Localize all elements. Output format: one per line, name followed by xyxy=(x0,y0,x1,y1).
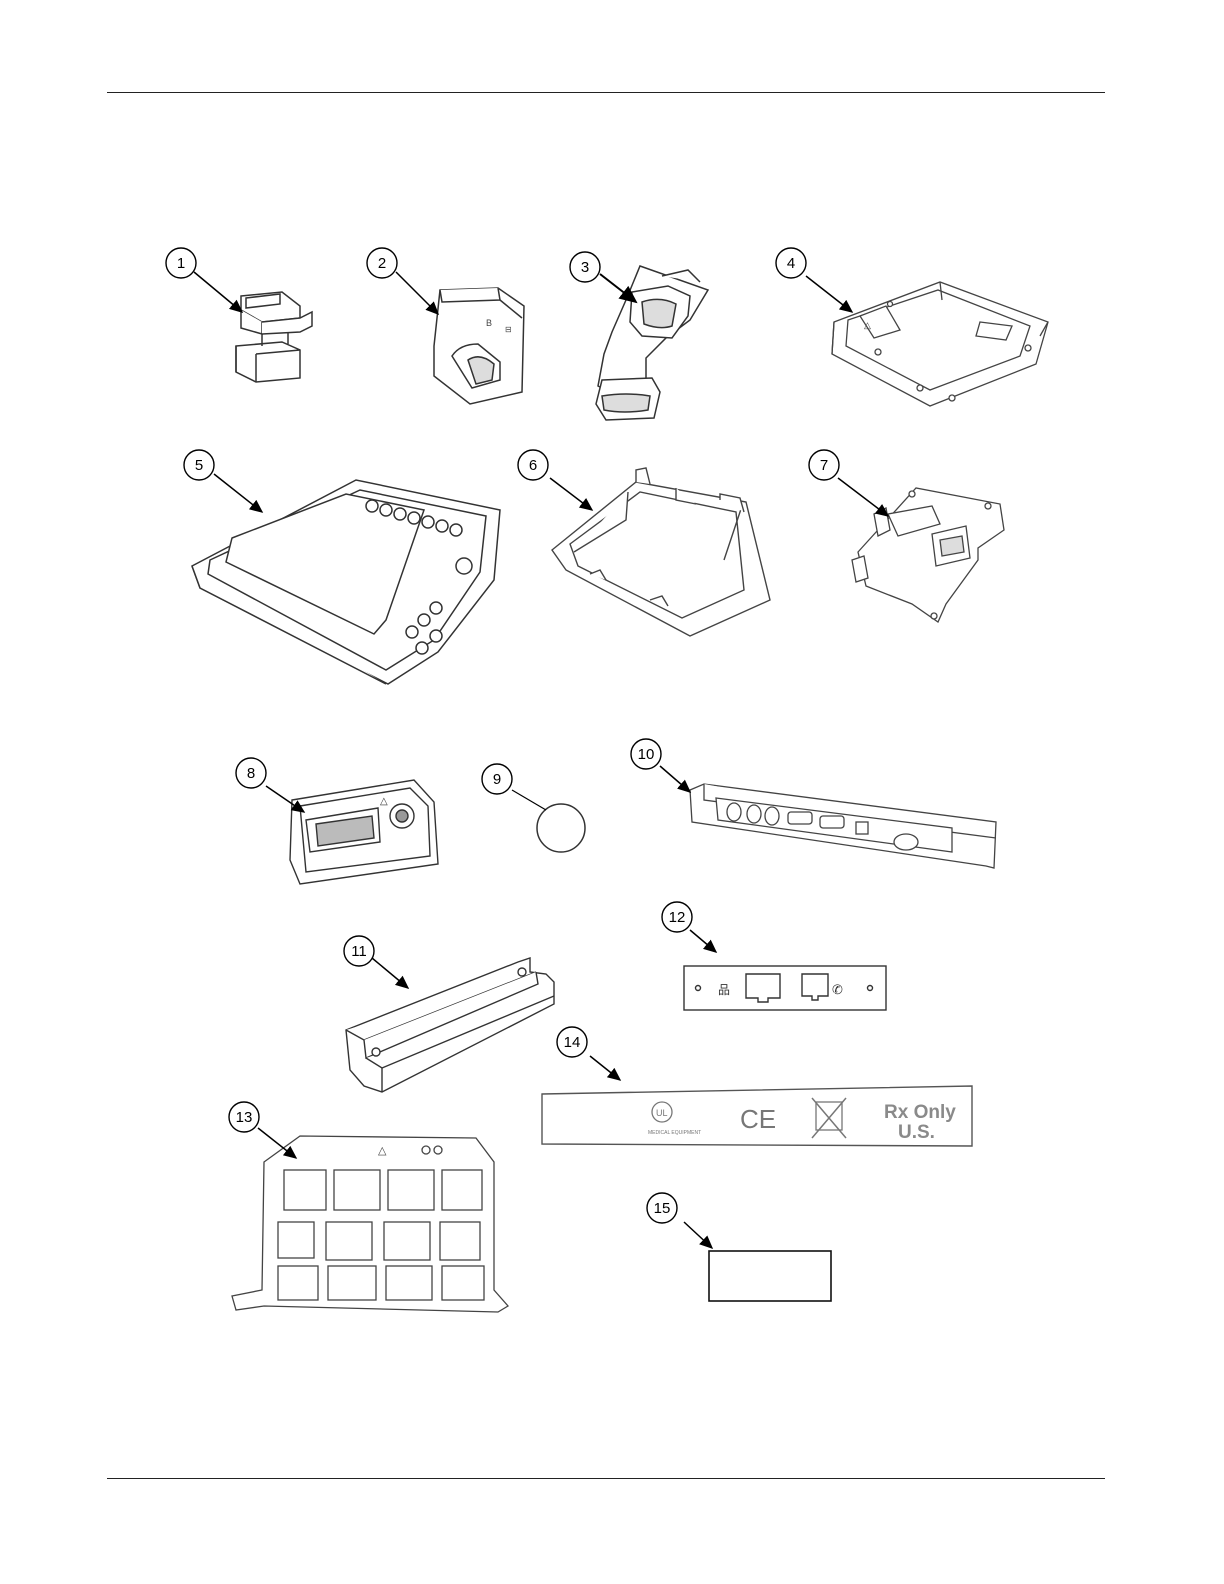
callout-2-number: 2 xyxy=(378,255,386,272)
part-7-plate xyxy=(852,488,1004,622)
arrow-10 xyxy=(660,766,690,792)
callout-11: 11 xyxy=(344,936,374,966)
us-text: U.S. xyxy=(898,1122,935,1143)
part-10-rear-panel xyxy=(690,784,996,868)
callout-11-number: 11 xyxy=(351,943,367,960)
callout-15: 15 xyxy=(647,1193,677,1223)
callout-8: 8 xyxy=(236,758,266,788)
callout-13: 13 xyxy=(229,1102,259,1132)
part-3-strap xyxy=(596,266,708,420)
part-5-front-bezel xyxy=(192,480,500,684)
callout-9: 9 xyxy=(482,764,512,794)
callout-12: 12 xyxy=(662,902,692,932)
svg-text:△: △ xyxy=(380,796,388,807)
callout-1: 1 xyxy=(166,248,196,278)
callout-14-number: 14 xyxy=(564,1034,581,1051)
callout-9-number: 9 xyxy=(493,771,501,788)
callout-14: 14 xyxy=(557,1027,587,1057)
callout-7-number: 7 xyxy=(820,457,828,474)
arrow-5 xyxy=(214,474,262,512)
arrow-6 xyxy=(550,478,592,510)
part-6-housing xyxy=(552,468,770,636)
svg-text:△: △ xyxy=(378,1145,387,1157)
callout-4: 4 xyxy=(776,248,806,278)
svg-text:△: △ xyxy=(864,320,871,330)
arrow-1 xyxy=(194,272,242,312)
callout-3-number: 3 xyxy=(581,259,589,276)
svg-text:MEDICAL EQUIPMENT: MEDICAL EQUIPMENT xyxy=(648,1130,701,1136)
callout-7: 7 xyxy=(809,450,839,480)
part-9-cap xyxy=(537,804,585,852)
svg-text:✆: ✆ xyxy=(832,982,843,997)
callout-6: 6 xyxy=(518,450,548,480)
svg-text:品: 品 xyxy=(718,983,730,997)
rx-only-text: Rx Only xyxy=(884,1102,956,1123)
callout-13-number: 13 xyxy=(236,1109,253,1126)
arrow-4 xyxy=(806,276,852,312)
part-1-latch xyxy=(236,292,312,382)
arrow-15 xyxy=(684,1222,712,1248)
callout-5: 5 xyxy=(184,450,214,480)
arrow-7 xyxy=(838,478,888,516)
part-12-port-plate: 品 ✆ xyxy=(684,966,886,1010)
leader-9 xyxy=(512,790,546,810)
part-14-label: UL MEDICAL EQUIPMENT CE Rx Only U.S. xyxy=(542,1086,972,1146)
callout-3: 3 xyxy=(570,252,600,282)
svg-text:⊟: ⊟ xyxy=(505,325,512,334)
arrow-2 xyxy=(396,272,438,314)
part-11-rail xyxy=(346,958,554,1092)
callout-6-number: 6 xyxy=(529,457,537,474)
callout-5-number: 5 xyxy=(195,457,203,474)
arrow-14 xyxy=(590,1056,620,1080)
callout-10: 10 xyxy=(631,739,661,769)
callout-8-number: 8 xyxy=(247,765,255,782)
arrow-12 xyxy=(690,930,716,952)
callout-15-number: 15 xyxy=(654,1200,671,1217)
part-15-blank-label xyxy=(709,1251,831,1301)
svg-text:CE: CE xyxy=(740,1104,776,1134)
part-13-grid-frame: △ xyxy=(232,1136,508,1312)
part-4-bracket: △ xyxy=(832,282,1048,406)
callout-2: 2 xyxy=(367,248,397,278)
callout-10-number: 10 xyxy=(638,746,655,763)
callout-1-number: 1 xyxy=(177,255,185,272)
arrow-11 xyxy=(372,958,408,988)
svg-text:UL: UL xyxy=(656,1108,668,1118)
svg-text:B: B xyxy=(486,318,492,328)
callout-4-number: 4 xyxy=(787,255,795,272)
part-8-side-panel: △ xyxy=(290,780,438,884)
part-2-cover: B ⊟ xyxy=(434,288,524,404)
callout-12-number: 12 xyxy=(669,909,686,926)
